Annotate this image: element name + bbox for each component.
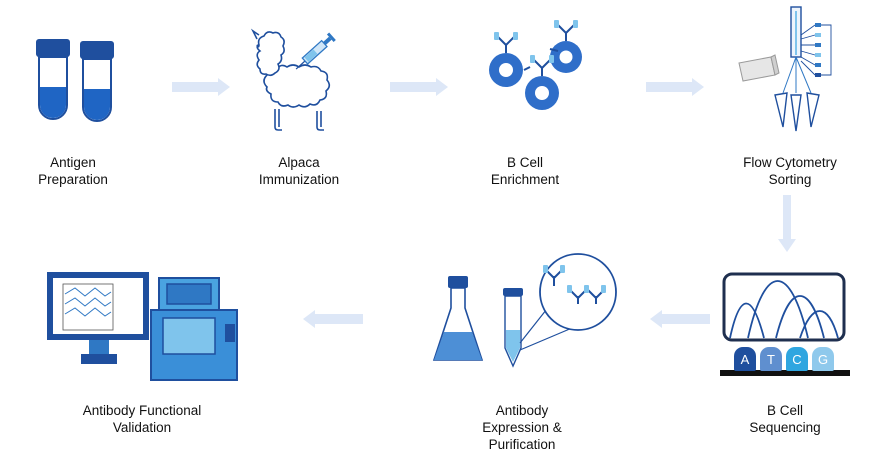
arrow-left-icon	[303, 310, 363, 328]
base-t: T	[760, 347, 782, 371]
alpaca-icon	[245, 25, 350, 137]
arrow-right-icon	[390, 78, 450, 96]
flow-cytometer-icon	[735, 5, 845, 135]
b-cell-icon	[480, 15, 590, 115]
arrow-left-icon	[650, 310, 710, 328]
antigen-tubes-icon	[30, 35, 130, 122]
base-g: G	[812, 347, 834, 371]
sequencing-bases: A T C G	[734, 347, 844, 373]
arrow-down-icon	[778, 195, 796, 253]
base-c: C	[786, 347, 808, 371]
lab-instrument-icon	[45, 268, 245, 383]
arrow-right-icon	[646, 78, 706, 96]
base-a: A	[734, 347, 756, 371]
sequencing-chromatogram-icon	[720, 272, 850, 380]
flask-and-tube-icon	[430, 248, 620, 373]
arrow-right-icon	[172, 78, 232, 96]
